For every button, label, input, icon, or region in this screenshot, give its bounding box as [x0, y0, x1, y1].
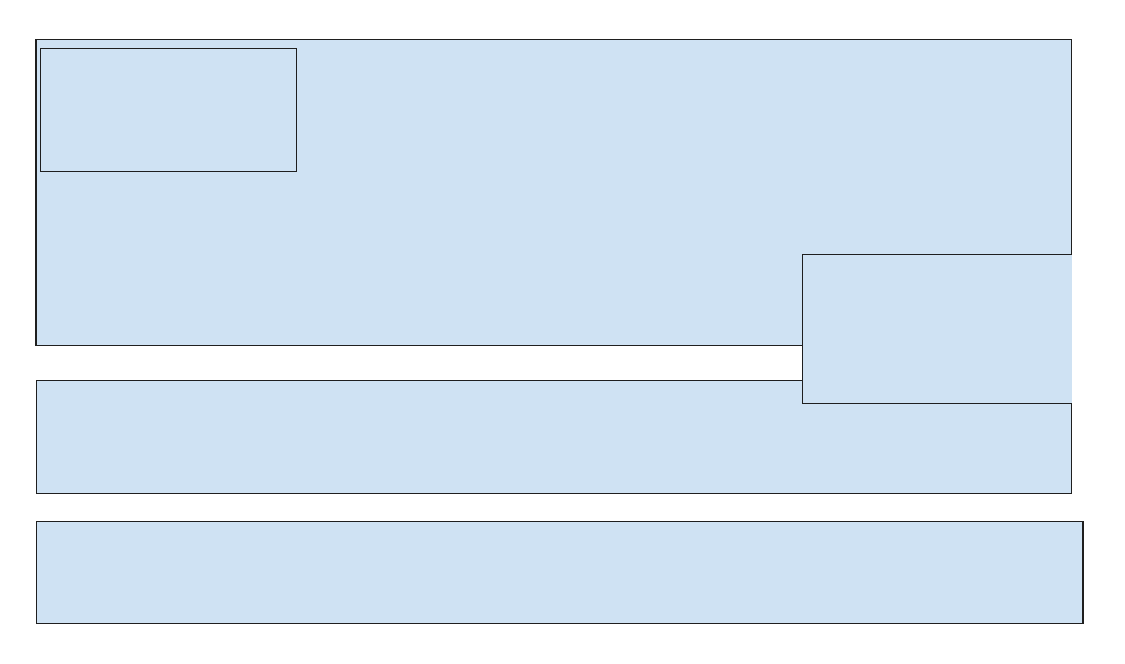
bottom-panel — [36, 521, 1084, 624]
right-overlay-panel — [802, 254, 1072, 404]
inset-top-left-panel — [40, 48, 297, 172]
